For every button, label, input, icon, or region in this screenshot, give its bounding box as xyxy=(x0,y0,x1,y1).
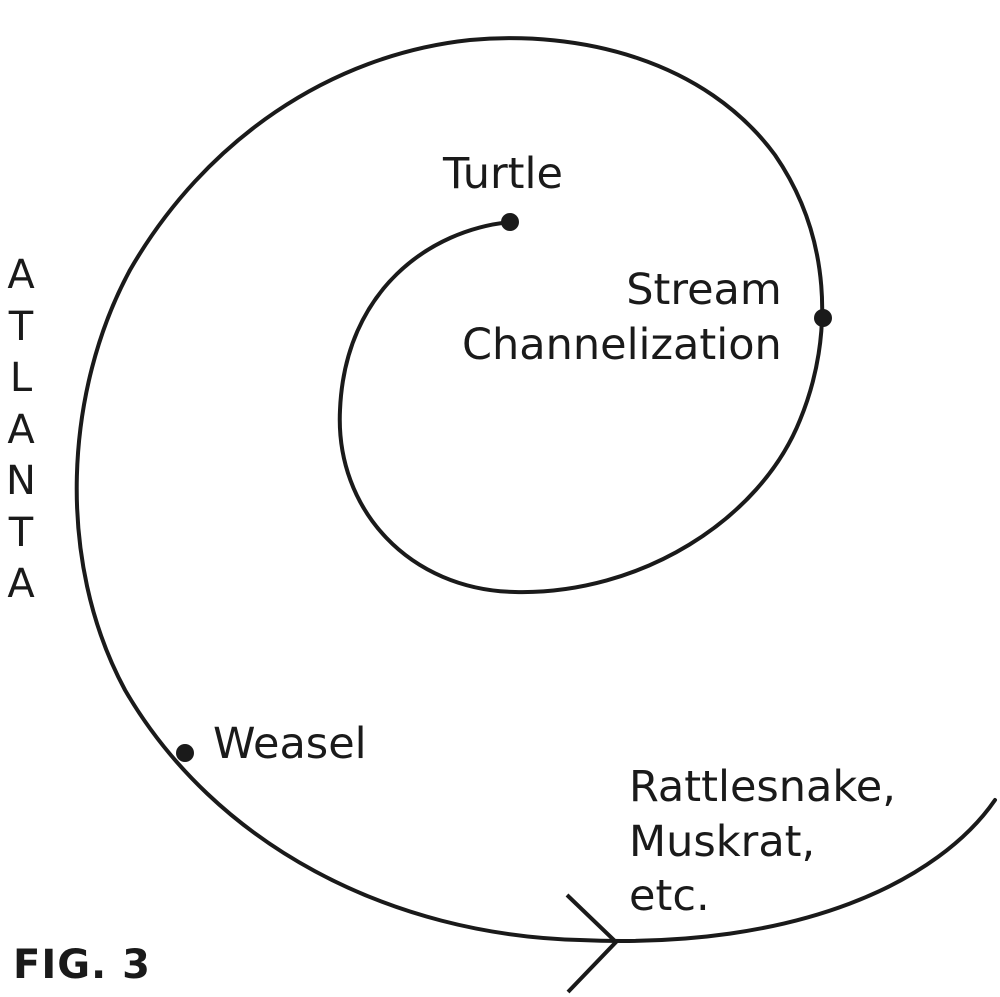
weasel-node-dot xyxy=(176,744,194,762)
weasel-label-line: Weasel xyxy=(213,719,367,769)
atlanta-letter: A xyxy=(7,406,35,453)
atlanta-letter: T xyxy=(8,303,34,350)
atlanta-letter: A xyxy=(7,561,35,607)
stream-label-line-1: Stream xyxy=(626,265,782,315)
turtle-node-dot xyxy=(501,213,519,231)
rattlesnake-label-line-3: etc. xyxy=(629,871,710,922)
turtle-label-line: Turtle xyxy=(443,149,563,199)
arrowhead xyxy=(565,893,619,994)
atlanta-letter: T xyxy=(8,509,34,556)
rattlesnake-muskrat-label: Rattlesnake, Muskrat, etc. xyxy=(629,760,896,924)
figure-label: FIG. 3 xyxy=(13,942,151,988)
stream-channelization-label: Stream Channelization xyxy=(462,263,782,372)
weasel-label: Weasel xyxy=(213,717,367,772)
atlanta-letter: N xyxy=(6,458,36,504)
rattlesnake-label-line-2: Muskrat, xyxy=(629,816,816,867)
turtle-label: Turtle xyxy=(443,147,563,202)
stream-node-dot xyxy=(814,309,832,327)
atlanta-letter: L xyxy=(9,355,33,401)
spiral-path xyxy=(74,36,997,943)
stream-label-line-2: Channelization xyxy=(462,319,782,370)
rattlesnake-label-line-1: Rattlesnake, xyxy=(629,762,896,812)
atlanta-letter: A xyxy=(7,252,35,298)
